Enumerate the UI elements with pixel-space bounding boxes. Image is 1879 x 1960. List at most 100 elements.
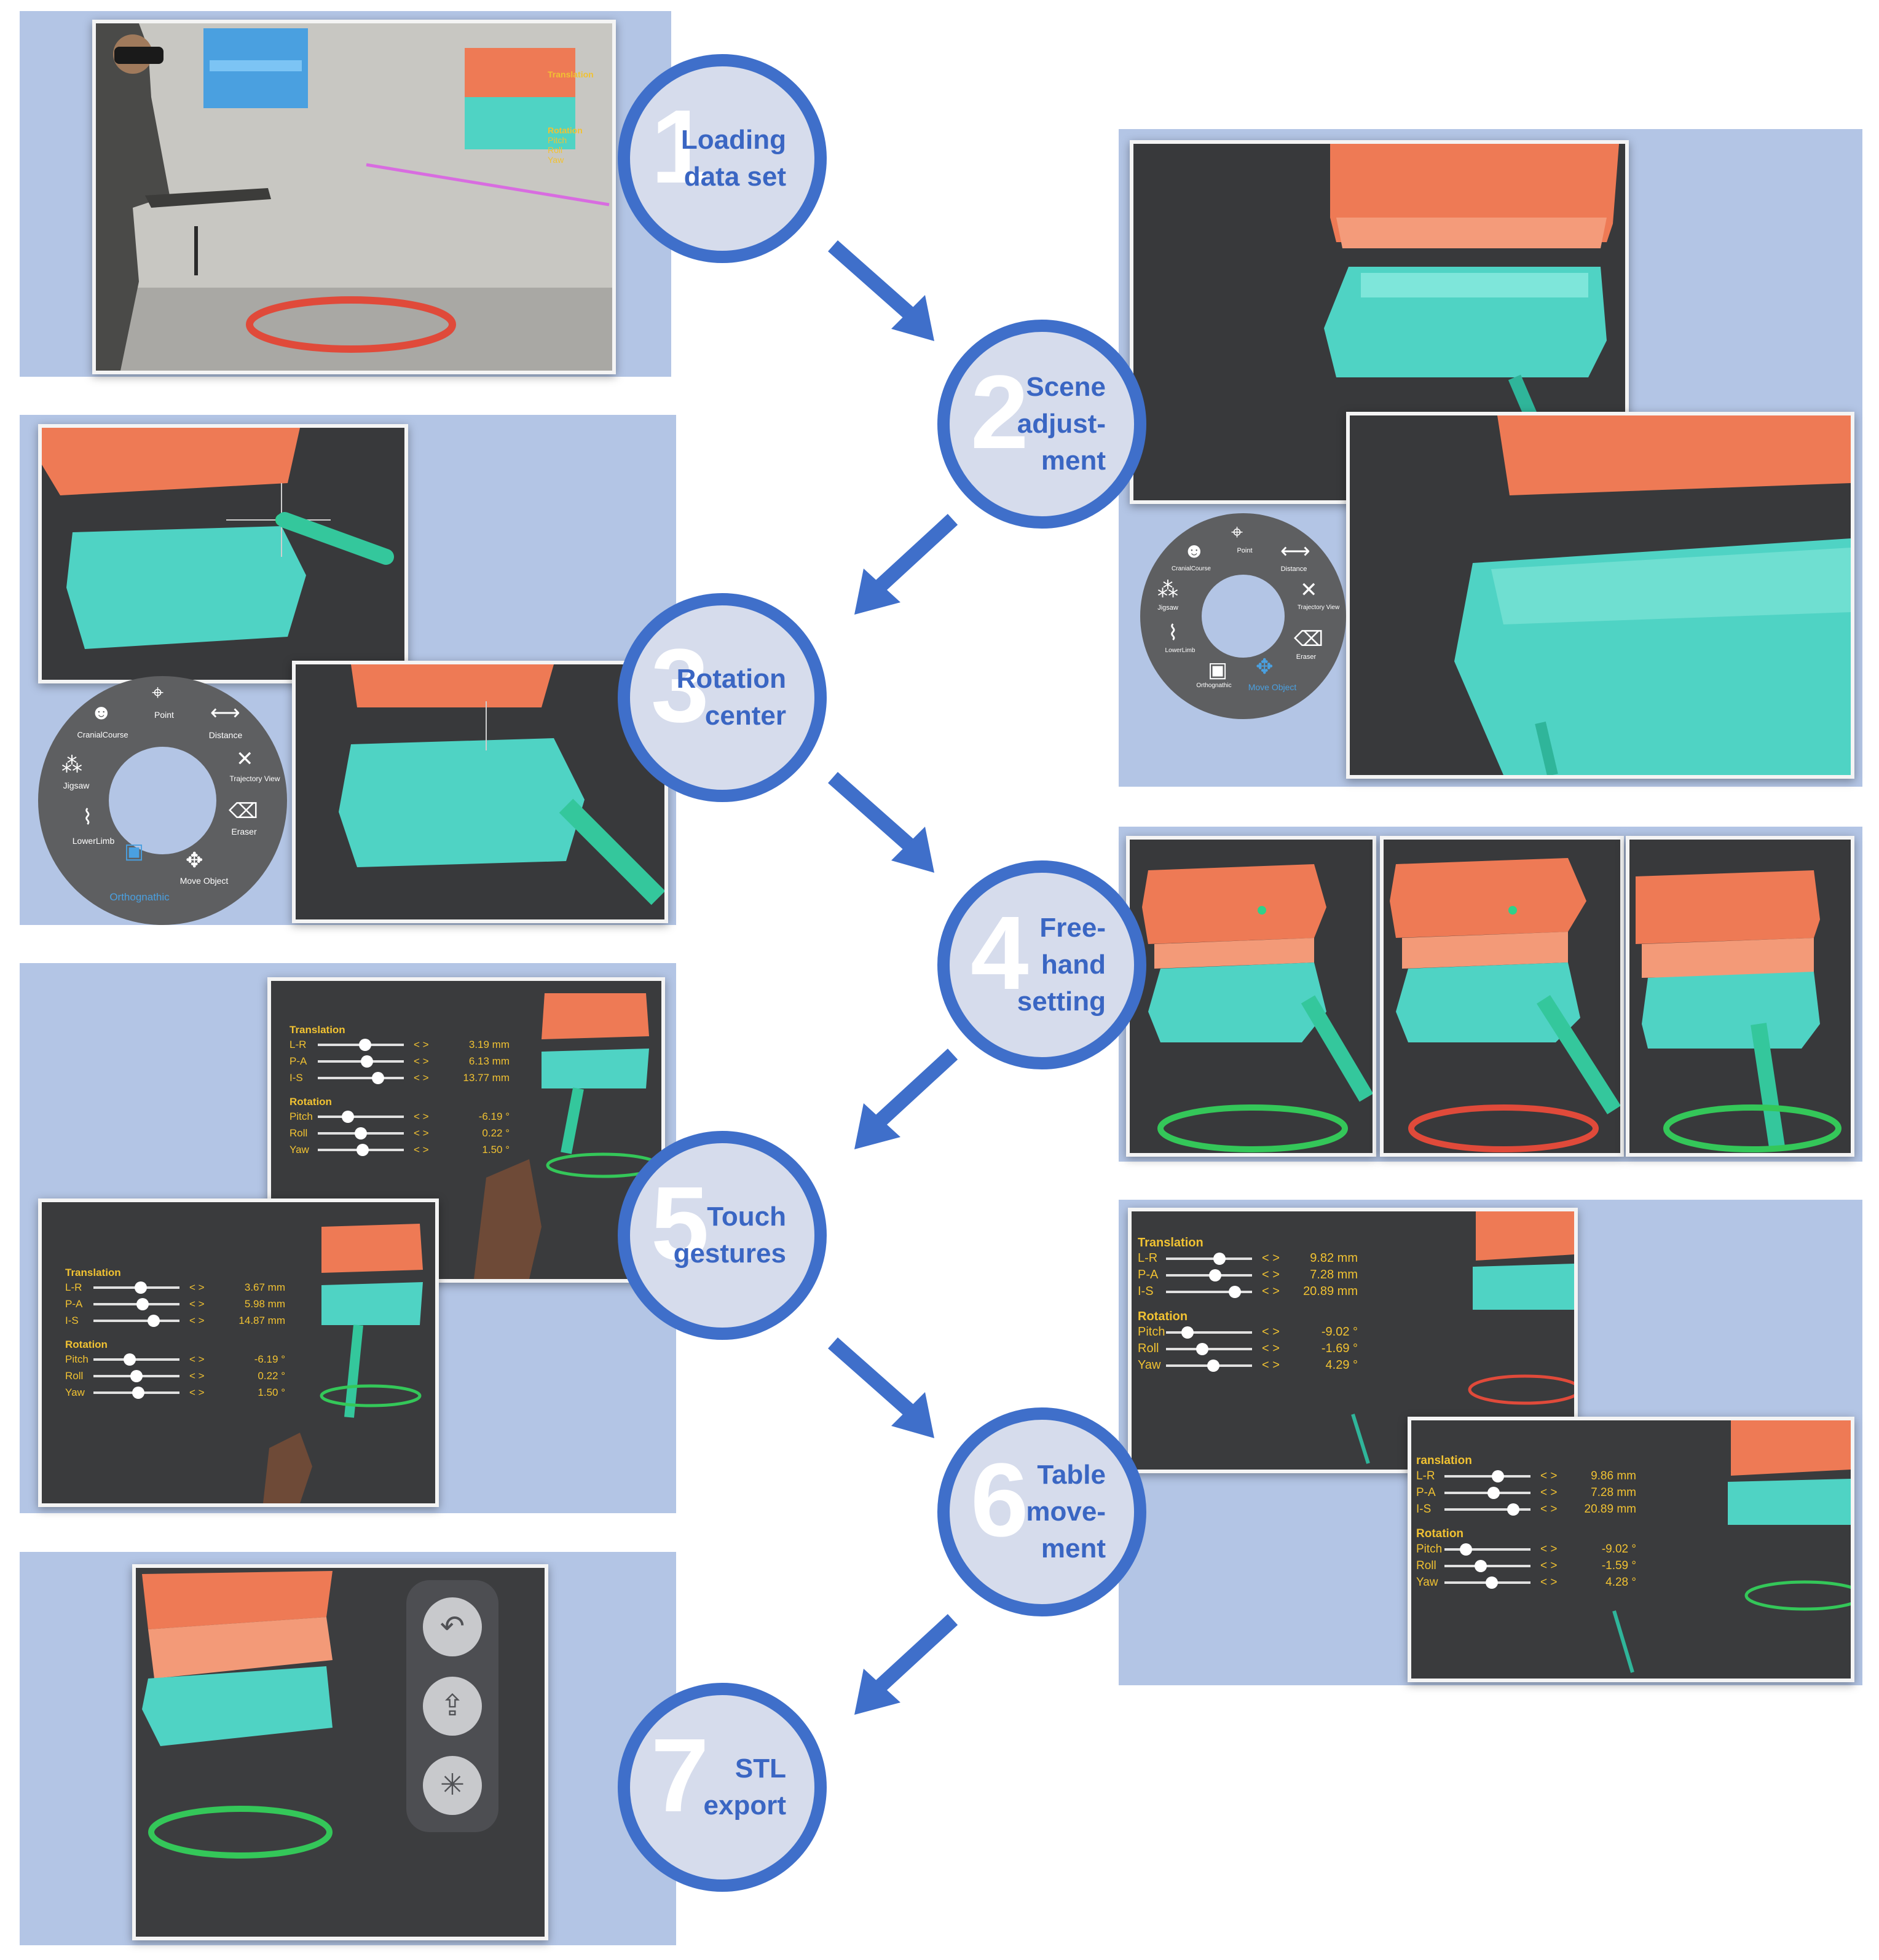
lower-limb-icon[interactable]: ⌇ [1168,621,1178,645]
menu-item-eraser[interactable]: Eraser [231,827,257,836]
export-button[interactable]: ⇪ [423,1677,482,1736]
cranial-course-icon[interactable]: ☻ [1183,539,1205,562]
hud-slider-knob[interactable] [136,1297,149,1310]
menu-item-trajectory-view[interactable]: Trajectory View [1297,604,1340,611]
hud-slider[interactable] [318,1055,404,1068]
orthognathic-icon[interactable]: ▣ [124,840,144,863]
hud-slider-knob[interactable] [1196,1342,1208,1355]
distance-icon[interactable]: ⟷ [1280,540,1310,563]
point-icon[interactable]: ⌖ [1231,521,1243,544]
hud-slider-knob[interactable] [360,1055,373,1068]
orthognathic-icon[interactable]: ▣ [1208,658,1228,682]
hud-step-arrows[interactable]: < > [414,1071,429,1084]
hud-slider[interactable] [1444,1486,1530,1499]
hud-slider[interactable] [93,1314,179,1327]
menu-item-move-object[interactable]: Move Object [179,876,229,886]
hud-slider[interactable] [1166,1342,1252,1355]
hud-slider[interactable] [1444,1543,1530,1556]
menu-item-orthognathic[interactable]: Orthognathic [109,891,170,903]
hud-slider[interactable] [93,1369,179,1382]
trajectory-view-icon[interactable]: ✕ [236,747,254,771]
hud-slider[interactable] [93,1281,179,1294]
hud-step-arrows[interactable]: < > [1262,1342,1280,1355]
hud-slider-knob[interactable] [1213,1252,1226,1265]
hud-step-arrows[interactable]: < > [189,1386,205,1398]
hud-slider-knob[interactable] [342,1110,354,1123]
menu-item-cranial-course[interactable]: CranialCourse [1172,565,1211,572]
jigsaw-icon[interactable]: ⁂ [61,754,82,777]
hud-slider[interactable] [318,1110,404,1123]
hud-slider-knob[interactable] [1487,1486,1500,1499]
hud-step-arrows[interactable]: < > [414,1127,429,1139]
move-object-icon[interactable]: ✥ [186,849,203,872]
move-object-icon[interactable]: ✥ [1256,655,1274,679]
hud-slider[interactable] [1444,1470,1530,1482]
hud-step-arrows[interactable]: < > [189,1281,205,1293]
hud-step-arrows[interactable]: < > [1540,1502,1558,1516]
hud-slider[interactable] [318,1127,404,1139]
hud-slider[interactable] [318,1038,404,1051]
hud-step-arrows[interactable]: < > [189,1297,205,1310]
hud-slider-knob[interactable] [148,1314,160,1327]
distance-icon[interactable]: ⟷ [210,701,240,725]
cranial-course-icon[interactable]: ☻ [90,701,112,724]
hud-step-arrows[interactable]: < > [1262,1285,1280,1298]
hud-step-arrows[interactable]: < > [414,1143,429,1155]
hud-slider-knob[interactable] [135,1281,147,1294]
menu-item-trajectory-view[interactable]: Trajectory View [229,774,280,783]
hud-step-arrows[interactable]: < > [1540,1559,1558,1572]
hud-step-arrows[interactable]: < > [189,1369,205,1382]
menu-item-lower-limb[interactable]: LowerLimb [72,836,115,846]
jigsaw-icon[interactable]: ⁂ [1157,578,1178,602]
hud-slider[interactable] [1444,1559,1530,1572]
hud-slider[interactable] [93,1386,179,1399]
hud-slider-knob[interactable] [1491,1470,1504,1482]
hud-slider-knob[interactable] [356,1143,369,1156]
lower-limb-icon[interactable]: ⌇ [82,806,93,829]
trajectory-view-icon[interactable]: ✕ [1300,578,1318,602]
hud-slider[interactable] [1166,1359,1252,1372]
hud-slider[interactable] [318,1071,404,1084]
radial-menu-step3[interactable]: ⌖ Point ☻ CranialCourse ⟷ Distance ⁂ Jig… [38,676,287,925]
collapse-button[interactable]: ✳ [423,1756,482,1815]
hud-slider-knob[interactable] [372,1071,384,1084]
eraser-icon[interactable]: ⌫ [1294,628,1324,651]
hud-step-arrows[interactable]: < > [189,1353,205,1365]
eraser-icon[interactable]: ⌫ [229,800,259,823]
hud-step-arrows[interactable]: < > [1540,1469,1558,1482]
menu-item-cranial-course[interactable]: CranialCourse [77,730,128,739]
hud-slider[interactable] [1444,1576,1530,1589]
hud-slider-knob[interactable] [123,1353,136,1366]
hud-step-arrows[interactable]: < > [1262,1358,1280,1372]
hud-step-arrows[interactable]: < > [189,1314,205,1326]
menu-item-orthognathic[interactable]: Orthognathic [1196,682,1232,689]
hud-step-arrows[interactable]: < > [414,1110,429,1122]
undo-button[interactable]: ↶ [423,1597,482,1656]
hud-step-arrows[interactable]: < > [414,1055,429,1067]
hud-slider-knob[interactable] [1229,1285,1241,1298]
menu-item-point[interactable]: Point [1237,547,1253,554]
menu-item-jigsaw[interactable]: Jigsaw [1157,604,1178,612]
hud-slider-knob[interactable] [1507,1503,1519,1516]
menu-item-distance[interactable]: Distance [208,730,243,740]
hud-step-arrows[interactable]: < > [1540,1575,1558,1589]
hud-slider-knob[interactable] [1181,1326,1194,1339]
hud-slider[interactable] [93,1297,179,1310]
hud-slider-knob[interactable] [1460,1543,1472,1556]
menu-item-move-object[interactable]: Move Object [1248,682,1297,692]
menu-item-jigsaw[interactable]: Jigsaw [63,781,90,790]
hud-slider[interactable] [1166,1269,1252,1281]
hud-slider-knob[interactable] [130,1369,143,1382]
hud-step-arrows[interactable]: < > [1262,1268,1280,1281]
hud-slider[interactable] [318,1143,404,1156]
hud-slider-knob[interactable] [1207,1359,1219,1372]
hud-slider-knob[interactable] [1208,1269,1221,1281]
hud-slider[interactable] [1444,1503,1530,1516]
point-icon[interactable]: ⌖ [152,681,164,704]
hud-slider-knob[interactable] [359,1038,371,1051]
hud-slider-knob[interactable] [1474,1559,1487,1572]
radial-menu-step2[interactable]: ⌖ Point ⟷ Distance ☻ CranialCourse ⁂ Jig… [1140,513,1346,719]
menu-item-point[interactable]: Point [154,710,174,720]
hud-step-arrows[interactable]: < > [414,1038,429,1050]
menu-item-eraser[interactable]: Eraser [1296,653,1317,661]
